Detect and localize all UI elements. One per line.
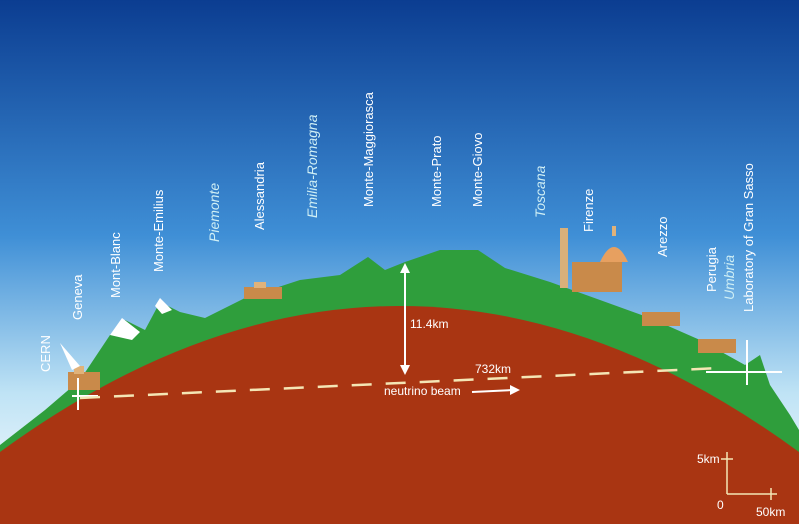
scale-vertical-label: 5km <box>697 452 720 466</box>
depth-arrow-bottom-head <box>400 365 410 375</box>
label-monte-emilius: Monte-Emilius <box>151 189 166 272</box>
beam-direction-arrowhead <box>510 385 520 395</box>
label-umbria: Umbria <box>721 255 737 300</box>
town-perugia <box>698 339 736 353</box>
beam-label: neutrino beam <box>384 384 461 398</box>
label-monte-prato: Monte-Prato <box>429 135 444 207</box>
neutrino-beam-line <box>79 366 721 400</box>
town-alessandria <box>244 282 282 299</box>
town-arezzo <box>642 312 680 326</box>
label-mont-blanc: Mont-Blanc <box>108 232 123 298</box>
label-perugia: Perugia <box>704 246 719 292</box>
scale-origin-label: 0 <box>717 498 724 512</box>
label-gran-sasso: Laboratory of Gran Sasso <box>741 163 756 312</box>
depth-arrow-top-head <box>400 263 410 273</box>
label-toscana: Toscana <box>532 165 548 218</box>
town-firenze <box>560 226 628 292</box>
label-monte-maggiorasca: Monte-Maggiorasca <box>361 91 376 207</box>
label-arezzo: Arezzo <box>655 217 670 257</box>
depth-label: 11.4km <box>410 317 448 331</box>
earth-cross-section <box>0 306 799 524</box>
cern-beam-icon <box>60 343 80 370</box>
beam-direction-arrow <box>471 389 515 393</box>
mont-blanc-snow <box>110 318 140 340</box>
label-geneva: Geneva <box>70 274 85 320</box>
label-emilia-romagna: Emilia-Romagna <box>304 114 320 218</box>
monte-emilius-snow <box>155 298 172 314</box>
town-geneva <box>68 366 100 390</box>
distance-label: 732km <box>475 362 511 376</box>
label-cern: CERN <box>38 335 53 372</box>
label-alessandria: Alessandria <box>252 161 267 230</box>
label-firenze: Firenze <box>581 189 596 232</box>
label-piemonte: Piemonte <box>206 183 222 242</box>
label-monte-giovo: Monte-Giovo <box>470 133 485 207</box>
scale-horizontal-label: 50km <box>756 505 785 519</box>
